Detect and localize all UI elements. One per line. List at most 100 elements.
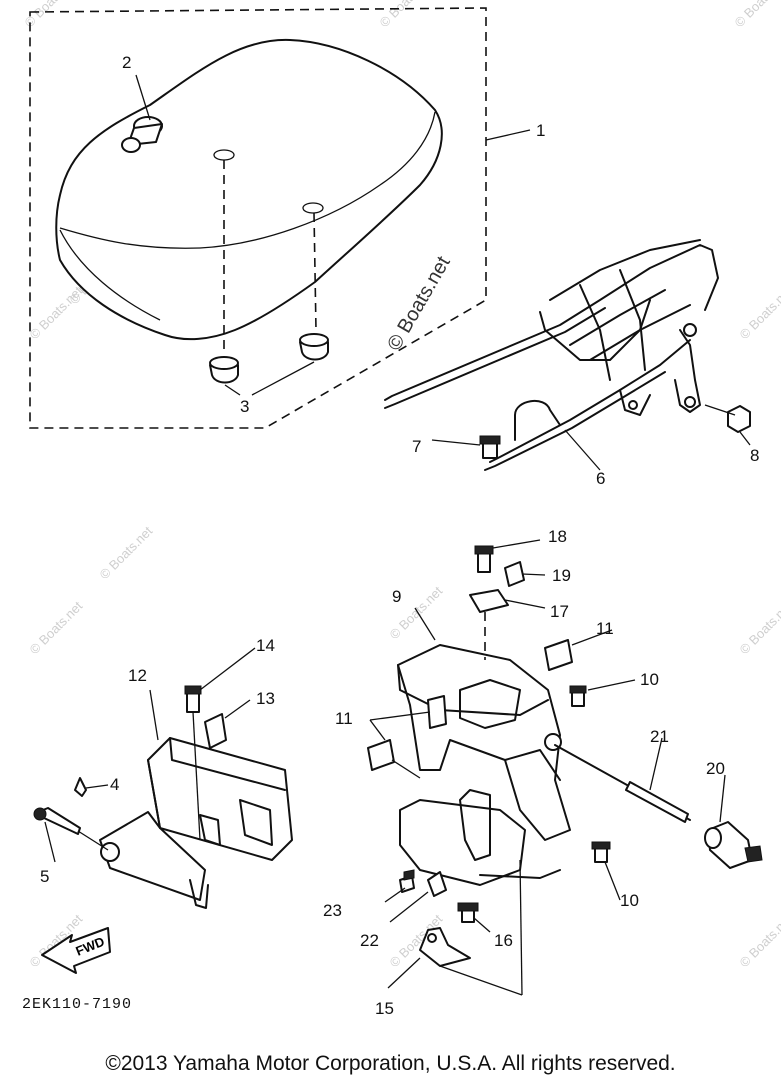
callout-10-lower: 10 <box>620 891 639 910</box>
leader-line <box>571 629 613 646</box>
callout-5: 5 <box>40 867 49 886</box>
callout-8: 8 <box>750 446 759 465</box>
callout-15: 15 <box>375 999 394 1018</box>
leader-lines <box>44 74 751 996</box>
diagram-code: 2EK110-7190 <box>22 996 132 1013</box>
battery-box-tab <box>239 799 273 846</box>
bracket-15 <box>419 927 471 967</box>
seat-assembly-boundary <box>29 7 487 429</box>
leader-line <box>521 573 546 576</box>
bracket-15-long-line <box>519 859 523 996</box>
callout-23: 23 <box>323 901 342 920</box>
bracket-17 <box>469 589 509 613</box>
seat-bracket <box>367 545 763 996</box>
callout-21: 21 <box>650 727 669 746</box>
leader-line <box>719 774 726 823</box>
bolt-18 <box>477 551 491 573</box>
callout-4: 4 <box>110 775 119 794</box>
watermark: © Boats.net <box>737 598 781 657</box>
watermark: © Boats.net <box>737 911 781 970</box>
callout-7: 7 <box>412 437 421 456</box>
copyright-notice: ©2013 Yamaha Motor Corporation, U.S.A. A… <box>105 1052 676 1075</box>
seat-damper-front <box>209 364 239 384</box>
watermark: © Boats.net <box>97 523 156 582</box>
clip-22 <box>427 871 447 897</box>
pad-11-left-lower <box>367 739 395 771</box>
callout-3: 3 <box>240 397 249 416</box>
leader-line <box>199 647 256 691</box>
fwd-arrow <box>41 927 111 974</box>
pad-11-guide <box>391 759 421 779</box>
leader-line <box>389 891 429 923</box>
carrier-rack-strut <box>579 284 611 381</box>
callout-10-upper: 10 <box>640 670 659 689</box>
bracket-lower-edge <box>479 869 561 879</box>
leader-line <box>387 957 421 989</box>
callout-18: 18 <box>548 527 567 546</box>
leader-line <box>649 737 663 791</box>
battery-box-foot <box>189 879 209 909</box>
pad-11-right <box>544 639 573 671</box>
seat-damper-front-top <box>209 356 239 370</box>
bracket-15-hole <box>427 933 437 943</box>
bracket-lower-arm <box>459 789 491 861</box>
callout-20: 20 <box>706 759 725 778</box>
mount-hole-rear <box>302 202 324 214</box>
seat-assembly <box>29 7 487 429</box>
switch-20-face <box>704 827 722 849</box>
screw-14-guide <box>192 711 201 841</box>
leader-line <box>564 429 601 471</box>
seat <box>55 38 443 341</box>
leader-line <box>369 711 431 721</box>
bolt-5-head <box>33 807 47 821</box>
carrier-rail-right <box>489 339 691 463</box>
leader-line <box>135 74 151 121</box>
callout-19: 19 <box>552 566 571 585</box>
bolt-7-head <box>479 435 501 445</box>
leader-line <box>414 607 436 641</box>
callout-1: 1 <box>536 121 545 140</box>
bracket-side <box>504 749 561 781</box>
callout-12: 12 <box>128 666 147 685</box>
leader-line <box>369 719 386 741</box>
battery-box-clip <box>199 814 221 846</box>
callout-16: 16 <box>494 931 513 950</box>
seat-side-edge <box>59 229 161 321</box>
callout-2: 2 <box>122 53 131 72</box>
leader-line <box>224 699 251 719</box>
carrier-mount-hole <box>683 323 697 337</box>
carrier-rail-left <box>384 244 719 401</box>
leader-line <box>224 384 241 396</box>
callout-17: 17 <box>550 602 569 621</box>
leader-line <box>85 784 109 789</box>
nut-8-guide <box>704 404 736 416</box>
mount-line-rear <box>313 212 317 331</box>
carrier-rack-cross-1 <box>569 289 666 346</box>
bolt-5-guide <box>77 830 109 851</box>
carrier-rail-right-inner <box>484 371 666 471</box>
leader-line <box>149 689 159 741</box>
leader-line <box>473 917 491 933</box>
carrier-foot-hole <box>628 400 638 410</box>
leader-line <box>504 599 546 609</box>
bolt-10-upper-head <box>569 685 587 694</box>
pad-19 <box>504 561 525 587</box>
watermark: © Boats.net <box>737 283 781 342</box>
carrier-mount-hole-lower <box>684 396 696 408</box>
leader-line <box>251 361 315 396</box>
leader-line <box>604 861 621 901</box>
switch-20-plug <box>744 845 763 863</box>
carrier-rack-frame <box>539 299 651 361</box>
callout-11-left: 11 <box>335 709 353 728</box>
leader-line <box>439 965 523 996</box>
clip-4 <box>74 777 87 797</box>
leader-line <box>44 821 56 863</box>
carrier-rail-left-inner <box>384 307 606 409</box>
leader-line <box>431 439 481 446</box>
callout-14: 14 <box>256 636 275 655</box>
carrier-bracket <box>674 329 701 413</box>
leader-line <box>485 129 531 141</box>
bracket-body <box>397 644 571 841</box>
rear-carrier <box>384 239 751 471</box>
seat-damper-rear-top <box>299 333 329 347</box>
